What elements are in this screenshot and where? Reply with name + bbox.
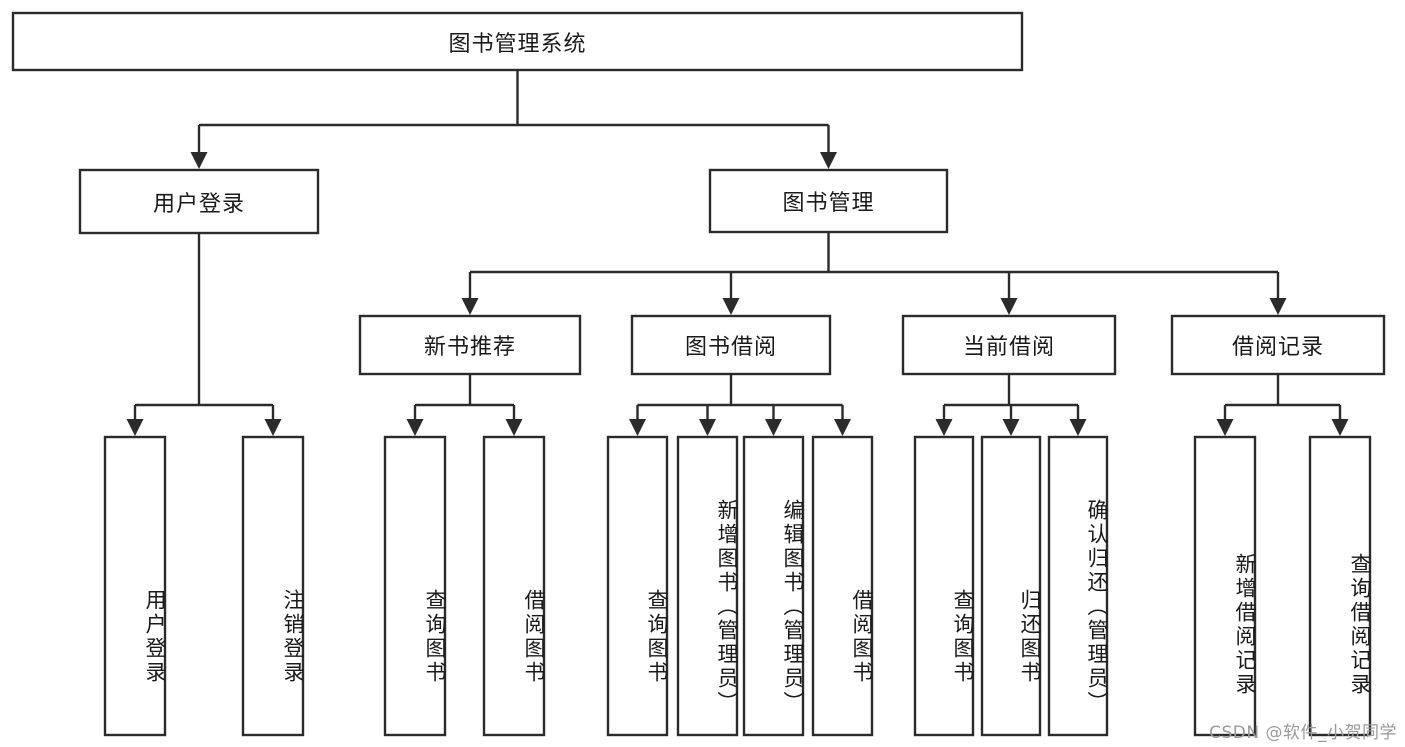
node-box-leaf [606, 435, 669, 737]
node-box-level2-1 [630, 314, 832, 376]
node-box-leaf [1308, 435, 1372, 737]
arrow-head-icon-leaf-借阅记录-1 [1331, 419, 1349, 436]
connectors-layer [126, 70, 1349, 436]
node-box-level2-0 [358, 314, 582, 376]
node-box-level1-1 [708, 168, 949, 234]
boxes-layer [11, 11, 1386, 737]
arrow-head-icon-leaf-当前借阅-1 [1002, 419, 1020, 436]
arrow-head-icon-leaf-当前借阅-2 [1069, 419, 1087, 436]
node-box-leaf [103, 435, 167, 737]
arrow-head-icon-leaf-图书借阅-3 [834, 419, 851, 436]
watermark-text: CSDN @软件_小贺同学 [1209, 723, 1397, 743]
node-box-leaf [383, 435, 447, 737]
node-box-level2-2 [901, 314, 1117, 376]
arrow-head-icon-leaf-借阅记录-0 [1216, 419, 1234, 436]
arrow-head-icon-level2-0 [461, 298, 479, 315]
node-box-leaf [913, 435, 975, 737]
node-box-root [11, 11, 1024, 72]
arrow-head-icon-level2-3 [1269, 298, 1287, 315]
arrow-head-icon-leaf-当前借阅-0 [935, 419, 953, 436]
arrow-head-icon-level2-1 [722, 298, 740, 315]
arrow-head-icon-leaf-用户登录-1 [264, 419, 282, 436]
arrow-head-icon-leaf-图书借阅-2 [765, 419, 782, 436]
node-box-leaf [1047, 435, 1109, 737]
node-box-leaf [482, 435, 546, 737]
arrow-head-icon-level2-2 [1000, 298, 1018, 315]
node-box-leaf [1193, 435, 1257, 737]
node-box-leaf [241, 435, 305, 737]
arrow-head-icon-level1-1 [820, 152, 837, 169]
node-box-leaf [980, 435, 1042, 737]
arrow-head-icon-level1-0 [190, 152, 208, 169]
arrow-head-icon-leaf-新书推荐-1 [505, 419, 523, 436]
node-box-level2-3 [1170, 314, 1386, 376]
arrow-head-icon-leaf-图书借阅-1 [699, 419, 716, 436]
arrow-head-icon-leaf-新书推荐-0 [406, 419, 424, 436]
arrow-head-icon-leaf-用户登录-0 [126, 419, 144, 436]
node-box-level1-0 [78, 168, 320, 235]
arrow-head-icon-leaf-图书借阅-0 [629, 419, 646, 436]
node-box-leaf [676, 435, 739, 737]
node-box-leaf [742, 435, 805, 737]
node-box-leaf [811, 435, 874, 737]
